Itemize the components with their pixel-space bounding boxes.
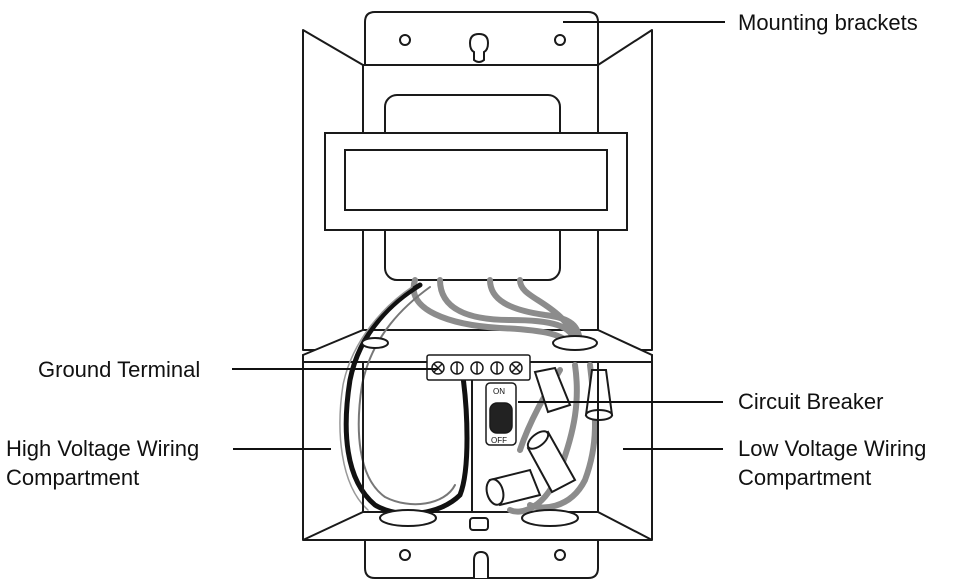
- bottom-knob: [469, 517, 489, 531]
- leader-lines: [232, 21, 725, 450]
- bracket-holes: [399, 32, 566, 578]
- breaker-toggle: [489, 402, 513, 434]
- mounting-hole: [399, 549, 411, 561]
- label-circuit-breaker: Circuit Breaker: [738, 389, 883, 414]
- grommet: [521, 509, 579, 527]
- grommet: [361, 337, 389, 349]
- grommet: [552, 335, 598, 351]
- mounting-hole: [399, 34, 411, 46]
- label-low-voltage-line1: Low Voltage Wiring: [738, 436, 926, 461]
- transformer: [324, 94, 628, 281]
- label-low-voltage-line2: Compartment: [738, 465, 871, 490]
- label-high-voltage-line1: High Voltage Wiring: [6, 436, 199, 461]
- high-voltage-wire: [339, 282, 470, 517]
- mounting-hole: [554, 34, 566, 46]
- mounting-hole: [554, 549, 566, 561]
- label-ground-terminal: Ground Terminal: [38, 357, 200, 382]
- lower-box-detail: [362, 362, 599, 512]
- keyhole-slot: [468, 32, 490, 63]
- grommet: [379, 509, 437, 527]
- grommets: [361, 335, 598, 531]
- label-high-voltage-line2: Compartment: [6, 465, 139, 490]
- breaker-on-label: ON: [493, 387, 505, 396]
- breaker-off-label: OFF: [491, 436, 507, 445]
- bottom-slot: [473, 550, 489, 578]
- label-mounting-brackets: Mounting brackets: [738, 10, 918, 35]
- ground-terminal-strip: [426, 354, 531, 381]
- circuit-breaker: ON OFF: [485, 382, 517, 446]
- transformer-band-inner: [344, 149, 608, 211]
